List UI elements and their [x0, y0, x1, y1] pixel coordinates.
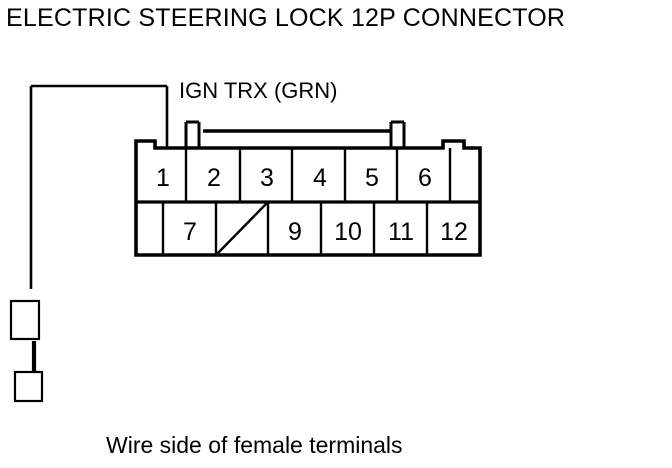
bottom-row-dividers: [161, 202, 429, 255]
probe-terminals-group: [9, 299, 44, 403]
caption-wire-side: Wire side of female terminals: [106, 432, 403, 458]
pin-number-2: 2: [207, 164, 221, 192]
bottom-row-pin-numbers: 7 9 10 11 12: [183, 218, 468, 246]
pin-number-5: 5: [365, 164, 379, 192]
terminal-square-lower: [13, 370, 44, 403]
pin-number-12: 12: [440, 218, 468, 246]
wire-lead-group: [29, 84, 169, 289]
wire-label-ign-trx: IGN TRX (GRN): [179, 78, 338, 103]
top-row-pin-numbers: 1 2 3 4 5 6: [156, 164, 432, 192]
pin-number-10: 10: [334, 218, 362, 246]
pin-number-1: 1: [156, 164, 170, 192]
top-row-dividers: [184, 148, 452, 202]
pin-number-4: 4: [313, 164, 327, 192]
pin-number-3: 3: [260, 164, 274, 192]
connector-housing: 1 2 3 4 5 6 7 9 10 11 12: [134, 120, 482, 257]
connector-outer-shell: [134, 139, 482, 257]
pin-number-11: 11: [388, 218, 414, 246]
pin-number-9: 9: [288, 218, 302, 246]
pin-number-7: 7: [183, 218, 197, 246]
terminal-square-upper: [9, 299, 41, 341]
vacant-cavity-slash-icon: [216, 202, 268, 255]
pin-number-6: 6: [418, 164, 432, 192]
page-title: ELECTRIC STEERING LOCK 12P CONNECTOR: [6, 4, 566, 32]
